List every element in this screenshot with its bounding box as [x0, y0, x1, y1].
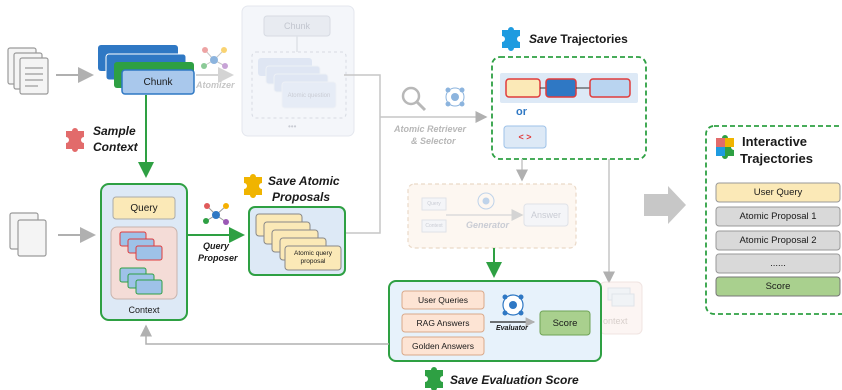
save-word: Save	[529, 32, 558, 46]
evaluator-label: Evaluator	[496, 325, 528, 332]
question-doc-icon	[9, 212, 47, 257]
save-atomic-line2: Proposals	[272, 190, 331, 204]
or-label: or	[516, 106, 527, 118]
eval-input-golden-answers: Golden Answers	[412, 341, 474, 351]
atomizer-panel-faded	[241, 5, 355, 137]
answer-label: Answer	[530, 210, 561, 220]
document-stack-icon	[7, 47, 49, 95]
query-proposer-line1: Query	[203, 241, 230, 251]
faded-context-label: ontext	[603, 316, 628, 326]
query-label: Query	[130, 202, 158, 214]
traj-item-user-query: User Query	[753, 187, 803, 198]
save-trajectories-box	[491, 56, 647, 160]
puzzle-icon	[502, 27, 520, 51]
trajectories-word: Trajectories	[557, 32, 628, 46]
traj-item-score: Score	[765, 281, 791, 292]
puzzle-icon	[244, 174, 262, 198]
atomic-card-label: Atomic query proposal	[294, 250, 332, 265]
save-word: Save	[450, 373, 479, 387]
eval-score-label: Score	[552, 317, 578, 329]
puzzle-icon	[66, 128, 84, 152]
atom-network-icon	[201, 47, 228, 69]
interactive-title-line1: Interactive	[742, 134, 808, 149]
retriever-line1: Atomic Retriever	[394, 124, 467, 134]
magnifier-icon	[401, 86, 427, 112]
traj-item-atomic-proposal-1: Atomic Proposal 1	[739, 211, 817, 222]
faded-atomic-question: Atomic question	[287, 92, 331, 99]
gen-context-label: Context	[425, 223, 443, 229]
traj-item-ellipsis: ......	[770, 258, 786, 269]
sample-context-line2: Context	[93, 140, 138, 154]
save-trajectories-title: Save Trajectories	[529, 32, 628, 46]
atom-network-icon	[203, 203, 229, 225]
traj-item-atomic-proposal-2: Atomic Proposal 2	[739, 235, 817, 246]
retriever-line2: & Selector	[411, 136, 456, 146]
query-proposer-line2: Proposer	[198, 253, 238, 263]
sample-context-line1: Sample	[93, 124, 136, 138]
save-atomic-line1: Save Atomic	[268, 174, 340, 188]
generator-panel-faded	[407, 183, 577, 249]
evaluator-icon	[502, 294, 524, 316]
code-icon: < >	[518, 132, 532, 142]
big-arrow	[644, 186, 686, 224]
atomizer-label: Atomizer	[196, 80, 235, 90]
chunk-label: Chunk	[143, 76, 173, 88]
chunk-stack	[98, 45, 195, 95]
atom-network-icon	[445, 87, 465, 107]
faded-ellipsis: •••	[288, 122, 297, 131]
interactive-title-line2: Trajectories	[740, 151, 813, 166]
save-evaluation-title: Save Evaluation Score	[450, 373, 579, 387]
context-faded	[599, 281, 643, 335]
eval-input-user-queries: User Queries	[417, 295, 469, 305]
eval-input-rag-answers: RAG Answers	[416, 318, 470, 328]
evaluation-score-words: Evaluation Score	[478, 373, 579, 387]
gen-query-label: Query	[427, 201, 441, 207]
puzzle-icon	[425, 367, 443, 390]
generator-label: Generator	[466, 220, 510, 230]
faded-chunk-header: Chunk	[283, 21, 310, 31]
context-label: Context	[128, 305, 160, 315]
puzzle-icon	[716, 135, 734, 159]
